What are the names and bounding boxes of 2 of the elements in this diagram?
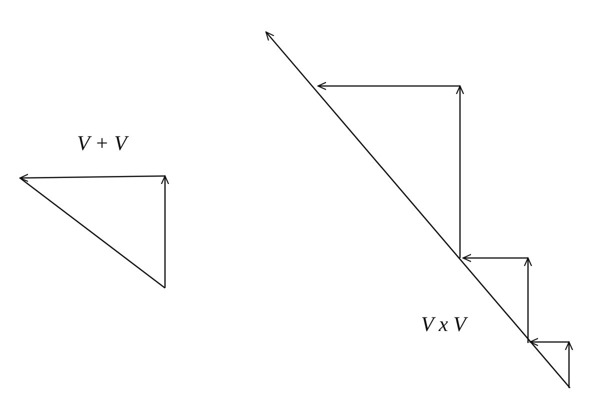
vector-expression-label: V x V	[421, 314, 466, 335]
vector-expression-label: V + V	[77, 133, 127, 154]
